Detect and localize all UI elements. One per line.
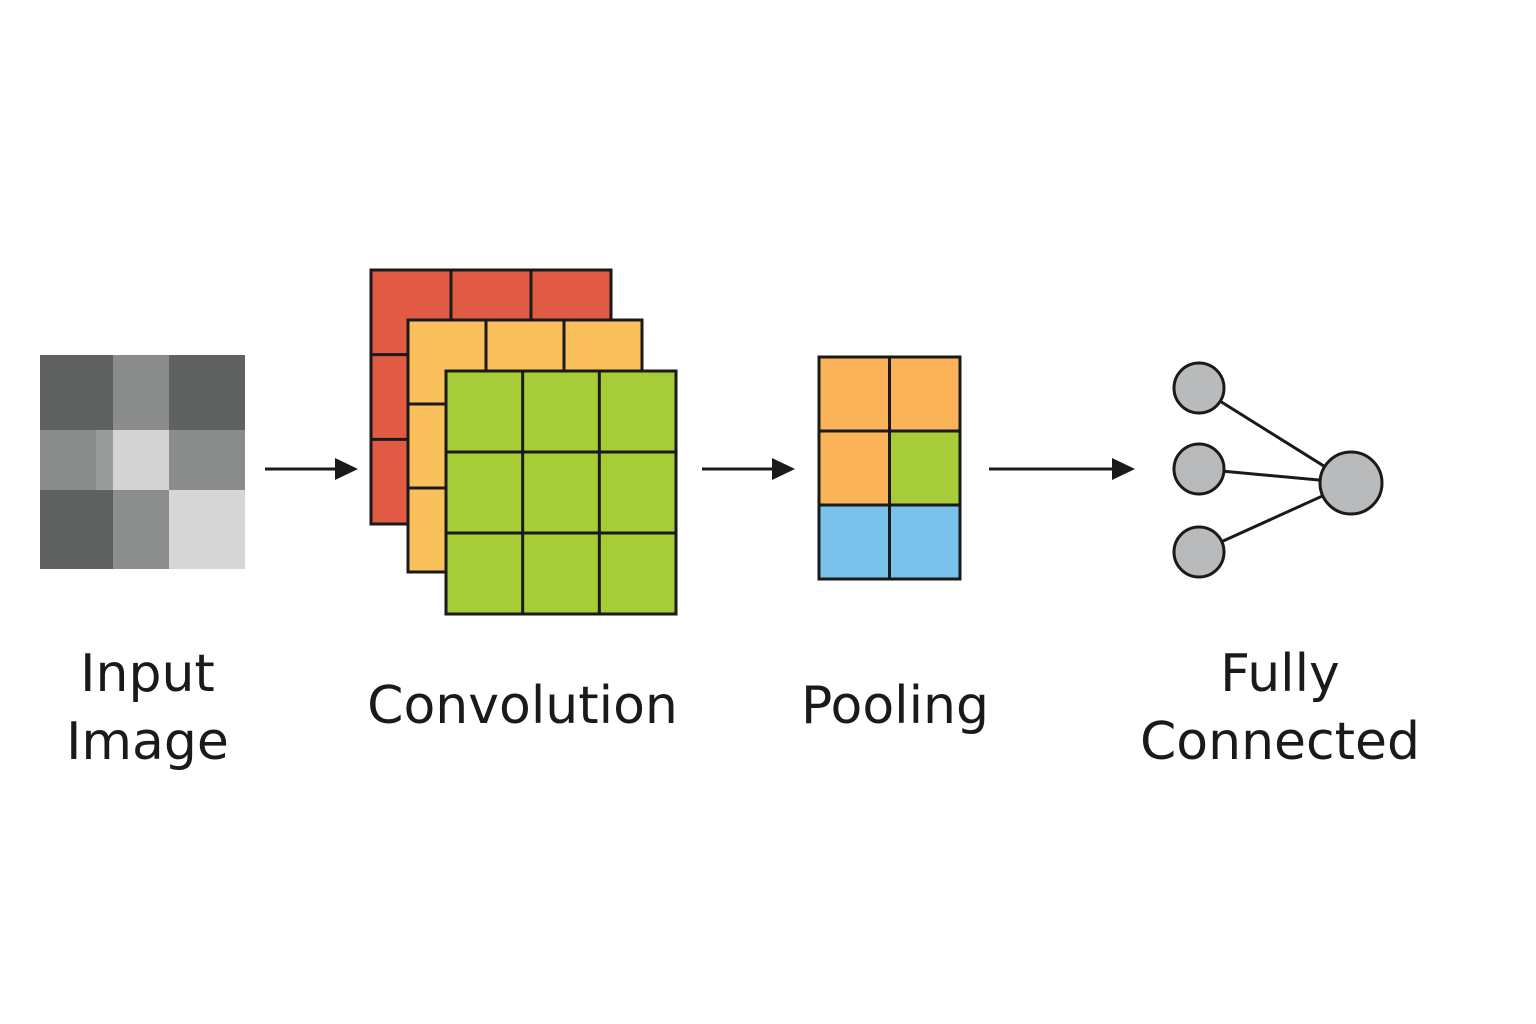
input-image-label-line1: Input	[80, 644, 215, 704]
pooling-grid	[817, 355, 962, 581]
input-pixel	[169, 430, 245, 490]
arrow-pooling-to-fully-connected-head	[1112, 458, 1135, 480]
pooling-cell	[888, 503, 962, 581]
fc-connection	[1221, 494, 1324, 544]
input-pixel	[169, 490, 245, 569]
pooling-label: Pooling	[780, 672, 1010, 740]
pooling-cell	[888, 355, 962, 433]
input-pixel	[169, 355, 245, 430]
input-pixel	[113, 430, 169, 490]
pooling-cell	[817, 429, 891, 507]
convolution-label: Convolution	[345, 672, 700, 740]
fc-connection	[1223, 469, 1321, 482]
green-feature-map	[444, 369, 678, 616]
arrow-input-to-convolution-head	[335, 458, 358, 480]
pooling-cell	[888, 429, 962, 507]
convolution-label-text: Convolution	[367, 676, 678, 736]
pooling-cell	[817, 355, 891, 433]
input-pixel	[113, 490, 169, 569]
fully-connected-label-line1: Fully	[1220, 644, 1340, 704]
input-pixel-band	[96, 430, 113, 490]
input-image-label: Input Image	[40, 640, 255, 776]
input-pixel	[40, 355, 113, 430]
input-image-label-line2: Image	[66, 712, 229, 772]
fc-input-node	[1172, 361, 1226, 415]
input-pixel	[113, 355, 169, 430]
pooling-cell	[817, 503, 891, 581]
fc-input-node	[1172, 442, 1226, 496]
fc-input-node	[1172, 525, 1226, 579]
arrow-convolution-to-pooling-head	[772, 458, 795, 480]
input-image-grid	[40, 355, 245, 569]
fully-connected-label-line2: Connected	[1139, 712, 1420, 772]
fc-connection	[1219, 399, 1326, 468]
fully-connected-label: Fully Connected	[1120, 640, 1440, 776]
pooling-label-text: Pooling	[801, 676, 989, 736]
fully-connected-network	[1172, 361, 1384, 579]
arrows	[265, 458, 1135, 480]
input-pixel	[40, 490, 113, 569]
fc-output-node	[1318, 450, 1384, 516]
convolution-feature-maps	[369, 268, 678, 616]
feature-map-frame	[444, 369, 678, 616]
